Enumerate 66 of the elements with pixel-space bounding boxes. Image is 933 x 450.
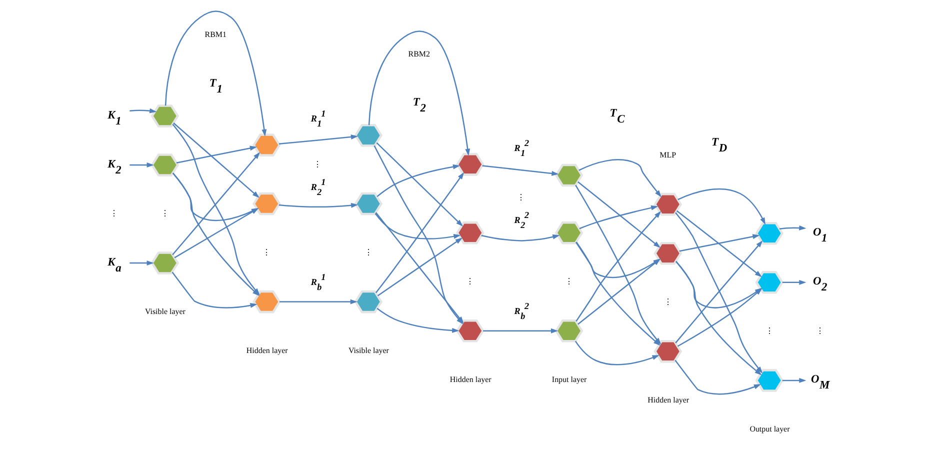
node-hexagon <box>754 222 784 244</box>
label: ⋮ <box>564 276 573 286</box>
node-hexagon <box>150 251 179 274</box>
arrow <box>678 234 760 252</box>
arrow <box>578 158 661 197</box>
arrow <box>164 10 266 136</box>
label: Input layer <box>551 374 586 384</box>
arrow <box>129 108 156 113</box>
node-hexagon <box>354 123 382 146</box>
label: Hidden layer <box>246 345 288 354</box>
label: ⋮ <box>663 296 672 306</box>
arrow <box>578 204 658 229</box>
arrow <box>482 328 558 333</box>
node-hexagon <box>455 152 484 176</box>
label: Hidden layer <box>647 395 689 404</box>
arrow <box>482 164 558 176</box>
arrow <box>376 307 459 332</box>
label: ⋮ <box>516 192 525 202</box>
label: ⋮ <box>764 326 773 336</box>
label: ⋮ <box>364 247 372 256</box>
node-hexagon <box>554 220 583 244</box>
arrow <box>674 359 761 394</box>
arrow <box>577 180 660 248</box>
arrow <box>129 260 154 266</box>
node-hexagon <box>150 153 179 176</box>
arrow <box>278 202 358 208</box>
node-hexagon <box>354 290 382 313</box>
arrow <box>376 164 460 197</box>
label: Visible layer <box>348 345 388 354</box>
node-hexagon <box>653 192 682 216</box>
node-hexagon <box>554 163 583 186</box>
arrow <box>676 210 762 277</box>
arrow <box>782 279 806 284</box>
arrow <box>574 340 659 365</box>
label: MLP <box>659 150 676 159</box>
arrow <box>278 134 358 144</box>
arrow <box>129 162 154 167</box>
label: ⋮ <box>110 208 118 218</box>
arrow <box>374 212 460 239</box>
node-hexagon <box>554 318 583 342</box>
arrow <box>279 298 357 304</box>
label: ⋮ <box>466 276 474 286</box>
node-hexagon <box>354 192 382 215</box>
label: Output layer <box>749 424 790 434</box>
label: ⋮ <box>815 326 824 336</box>
label: ⋮ <box>262 247 270 256</box>
label: ⋮ <box>313 160 322 169</box>
node-hexagon <box>455 318 484 342</box>
arrow <box>171 271 257 308</box>
arrow <box>376 237 462 296</box>
node-hexagon <box>252 133 280 156</box>
arrow <box>677 188 765 224</box>
label: Hidden layer <box>449 374 491 384</box>
label: RBM1 <box>204 30 226 39</box>
arrow <box>480 234 560 241</box>
label: Visible layer <box>144 306 185 316</box>
label: ⋮ <box>160 208 168 218</box>
arrow <box>368 30 470 156</box>
arrow <box>782 377 806 382</box>
label: RBM2 <box>408 49 430 58</box>
arrow <box>374 172 464 293</box>
arrow <box>176 145 257 163</box>
node-hexagon <box>150 104 179 127</box>
arrow <box>376 142 463 226</box>
arrow <box>172 122 259 198</box>
arrow <box>778 224 806 230</box>
